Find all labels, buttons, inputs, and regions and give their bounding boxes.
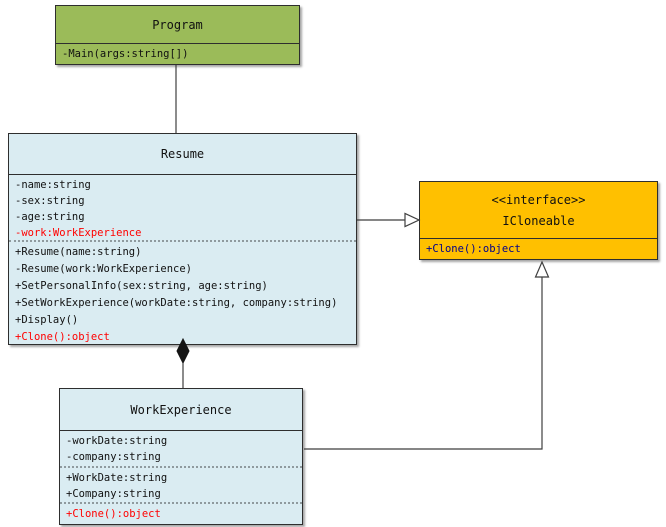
- class-title-label: WorkExperience: [130, 402, 232, 417]
- member-row: +SetPersonalInfo(sex:string, age:string): [15, 280, 268, 292]
- member-row: -name:string: [15, 179, 91, 191]
- class-box-resume: Resume -name:string -sex:string -age:strin…: [8, 133, 357, 345]
- class-title-workexperience: WorkExperience: [60, 389, 302, 431]
- icloneable-methods-compartment: +Clone():object: [420, 239, 657, 259]
- workexperience-methods-compartment: +Clone():object: [60, 504, 302, 524]
- class-box-program: Program -Main(args:string[]): [55, 5, 300, 65]
- member-row: -age:string: [15, 211, 85, 223]
- member-row: +Clone():object: [15, 331, 110, 343]
- member-row: +Company:string: [66, 488, 161, 500]
- program-methods-compartment: -Main(args:string[]): [56, 44, 299, 64]
- class-box-workexperience: WorkExperience -workDate:string -company:…: [59, 388, 303, 525]
- member-row: -Main(args:string[]): [62, 48, 189, 60]
- interface-title-label: ICloneable: [502, 213, 575, 228]
- member-row: +WorkDate:string: [66, 472, 168, 484]
- class-title-program: Program: [56, 6, 299, 44]
- resume-attributes-compartment: -name:string -sex:string -age:string -work:…: [9, 175, 356, 242]
- member-row: +Clone():object: [66, 508, 161, 520]
- interface-box-icloneable: <<interface>> ICloneable +Clone():object: [419, 181, 658, 260]
- hollow-triangle-arrow-icon: [404, 212, 421, 228]
- member-row: -Resume(work:WorkExperience): [15, 263, 193, 275]
- member-row: -workDate:string: [66, 435, 168, 447]
- interface-title-icloneable: <<interface>> ICloneable: [420, 182, 657, 239]
- workexperience-properties-compartment: +WorkDate:string +Company:string: [60, 468, 302, 504]
- class-title-label: Resume: [160, 147, 205, 161]
- workexperience-attributes-compartment: -workDate:string -company:string: [60, 431, 302, 468]
- member-row: -company:string: [66, 451, 161, 463]
- member-row: +Display(): [15, 314, 79, 326]
- member-row: +SetWorkExperience(workDate:string, comp…: [15, 297, 338, 309]
- member-row: +Clone():object: [426, 243, 521, 255]
- member-row: +Resume(name:string): [15, 246, 142, 258]
- class-title-resume: Resume: [9, 134, 356, 175]
- member-row: -sex:string: [15, 195, 85, 207]
- resume-methods-compartment: +Resume(name:string) -Resume(work:WorkExp…: [9, 242, 356, 344]
- interface-stereotype-label: <<interface>>: [491, 192, 586, 207]
- hollow-triangle-arrow-icon: [534, 260, 550, 278]
- member-row: -work:WorkExperience: [15, 227, 142, 239]
- class-title-label: Program: [152, 17, 203, 32]
